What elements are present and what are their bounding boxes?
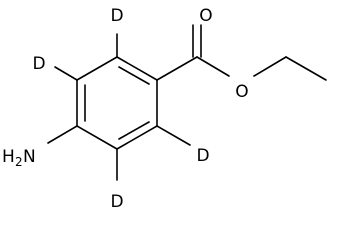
- ester-group: [156, 24, 327, 81]
- deuterium-label-right: D: [196, 146, 209, 166]
- ring-bond: [76, 125, 118, 150]
- d-bond-right: [156, 125, 191, 146]
- deuterium-label-top: D: [110, 6, 123, 26]
- ethyl-o-ch2-bond: [253, 56, 287, 77]
- ring-double-bond-inner: [118, 121, 150, 140]
- deuterium-label-upper-left: D: [32, 54, 45, 74]
- amine-bond: [47, 125, 78, 144]
- ring-double-bond-inner: [118, 66, 150, 85]
- amine-nitrogen-label: N: [23, 147, 36, 167]
- ring-bond: [116, 56, 158, 81]
- d-bond-upper-left: [54, 66, 78, 81]
- ester-oxygen-bond: [196, 56, 230, 77]
- molecule-structure: D D D D O O H 2 N: [2, 6, 327, 212]
- benzene-ring: [76, 56, 158, 150]
- carbonyl-oxygen-label: O: [199, 6, 212, 26]
- ring-bond: [76, 56, 118, 81]
- deuterium-label-bottom: D: [110, 192, 123, 212]
- amine-hydrogen-count: 2: [15, 155, 23, 169]
- ester-oxygen-label: O: [235, 82, 248, 102]
- ethyl-ch2-ch3-bond: [285, 56, 327, 81]
- amine-label: H 2 N: [2, 147, 36, 169]
- amine-hydrogen-label: H: [2, 147, 15, 167]
- carbonyl-carbon-bond: [156, 56, 198, 81]
- ring-bond: [116, 125, 158, 150]
